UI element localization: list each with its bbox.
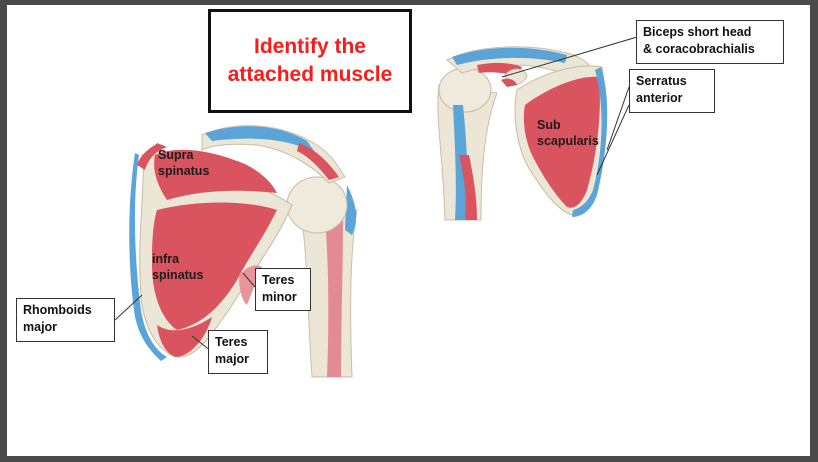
teres-major-callout: Teres major — [208, 330, 268, 374]
anatomy-illustration — [114, 36, 638, 378]
title-box: Identify the attached muscle — [208, 9, 412, 113]
posterior-scapula-illustration — [129, 125, 358, 378]
slide-title: Identify the attached muscle — [227, 35, 393, 86]
infraspinatus-label: infra spinatus — [152, 252, 204, 282]
serratus-callout: Serratus anterior — [629, 69, 715, 113]
subscapularis-label: Sub scapularis — [537, 118, 599, 148]
anterior-scapula-illustration — [437, 46, 608, 221]
leader-lines — [114, 36, 638, 352]
biceps-callout: Biceps short head & coracobrachialis — [636, 20, 784, 64]
slide-canvas: Identify the attached muscle Supra spina… — [7, 5, 810, 456]
rhomboids-callout: Rhomboids major — [16, 298, 115, 342]
supraspinatus-label: Supra spinatus — [158, 148, 210, 178]
teres-minor-callout: Teres minor — [255, 268, 311, 311]
